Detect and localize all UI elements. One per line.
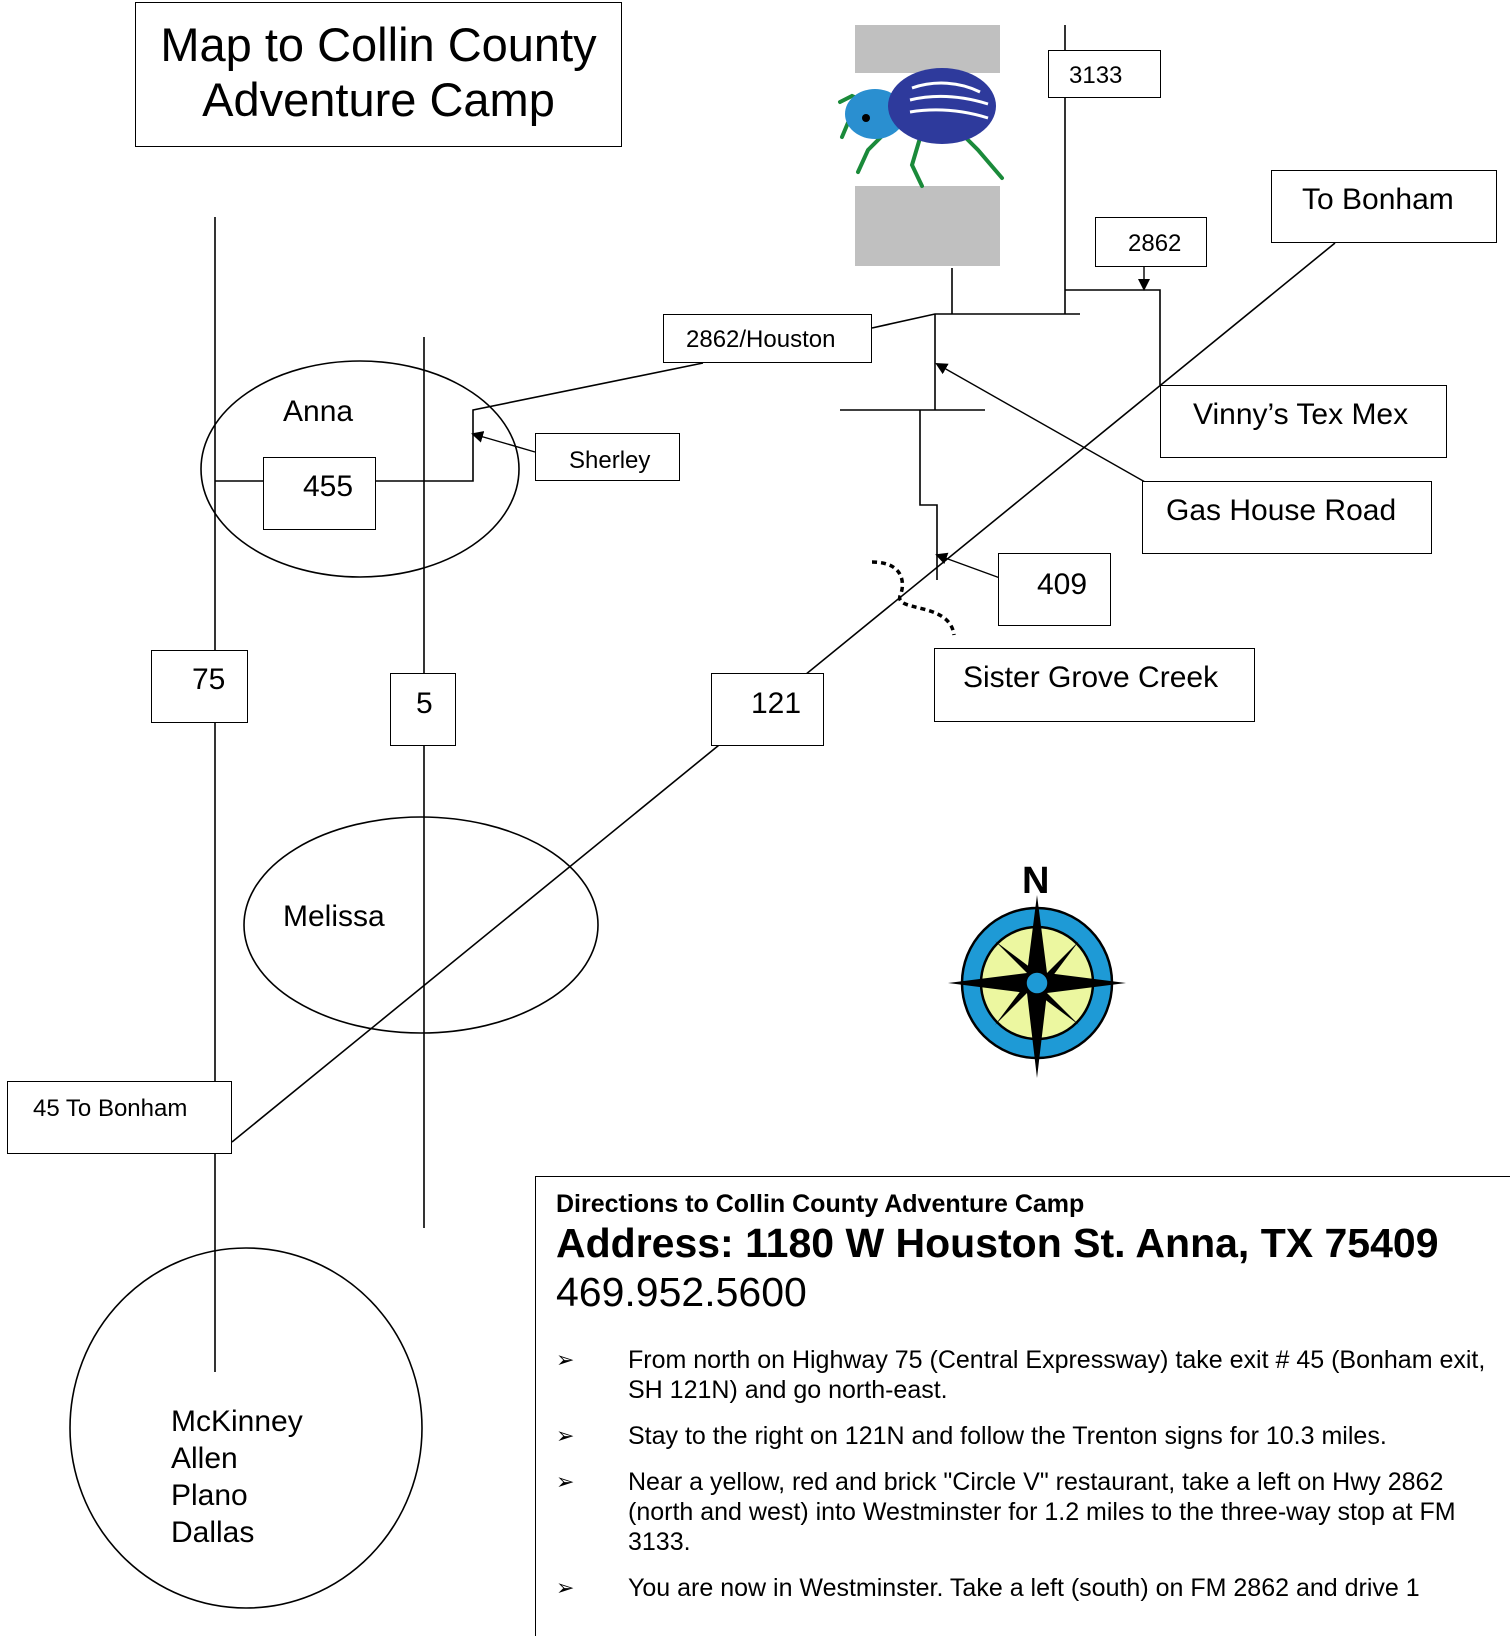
arrow-409-pointer <box>935 552 1001 579</box>
directions-phone: 469.952.5600 <box>556 1269 807 1315</box>
south-cities-circle <box>69 1247 423 1609</box>
compass-hub <box>1025 971 1049 995</box>
label-2862-houston: 2862/Houston <box>663 314 872 363</box>
arrow-bullet-icon: ➢ <box>556 1469 575 1494</box>
logo-bottom-band <box>855 186 1000 266</box>
label-fm2862: 2862 <box>1095 217 1207 267</box>
directions-steps: ➢ From north on Highway 75 (Central Expr… <box>556 1345 1510 1603</box>
label-gas-house-road: Gas House Road <box>1142 481 1432 554</box>
label-highway-75: 75 <box>151 650 248 723</box>
compass-rose <box>948 895 1126 1078</box>
city-mckinney: McKinney <box>171 1405 303 1438</box>
arrow-bullet-icon: ➢ <box>556 1575 575 1600</box>
label-highway-5: 5 <box>390 673 456 746</box>
direction-step: ➢ You are now in Westminster. Take a lef… <box>556 1574 1420 1602</box>
map-title-line1: Map to Collin County <box>160 18 597 71</box>
pointer-arrows <box>471 265 1150 579</box>
arrow-gas-house-pointer <box>935 363 1146 483</box>
label-fm3133: 3133 <box>1048 50 1161 98</box>
city-allen: Allen <box>171 1442 238 1475</box>
logo-top-band <box>855 25 1000 73</box>
city-dallas: Dallas <box>171 1516 255 1549</box>
label-sherley: Sherley <box>535 433 680 481</box>
label-vinnys-tex-mex: Vinny’s Tex Mex <box>1160 385 1447 458</box>
directions-heading: Directions to Collin County Adventure Ca… <box>556 1190 1085 1218</box>
map-title-line2: Adventure Camp <box>202 73 555 126</box>
label-fm455: 455 <box>263 457 376 530</box>
south-cities-list: McKinney Allen Plano Dallas <box>171 1403 303 1551</box>
road-2862-houston <box>871 313 1080 329</box>
direction-step: ➢ From north on Highway 75 (Central Expr… <box>556 1346 1486 1404</box>
label-sh-121: 121 <box>711 673 824 746</box>
direction-step: ➢ Near a yellow, red and brick "Circle V… <box>556 1468 1456 1556</box>
road-2862-east <box>1065 289 1161 385</box>
arrow-bullet-icon: ➢ <box>556 1347 575 1372</box>
melissa-label: Melissa <box>283 900 385 933</box>
beetle-icon <box>838 68 1004 188</box>
sister-grove-creek-line <box>871 560 956 636</box>
arrow-sherley-pointer <box>471 431 536 453</box>
melissa-town-circle <box>243 816 599 1034</box>
label-exit-45-to-bonham: 45 To Bonham <box>7 1081 232 1154</box>
directions-address: Address: 1180 W Houston St. Anna, TX 754… <box>556 1220 1439 1266</box>
direction-step: ➢ Stay to the right on 121N and follow t… <box>556 1422 1387 1450</box>
label-to-bonham: To Bonham <box>1271 170 1497 243</box>
label-sister-grove-creek: Sister Grove Creek <box>934 648 1255 722</box>
anna-label: Anna <box>283 395 354 428</box>
map-title: Map to Collin County Adventure Camp <box>135 2 622 147</box>
camp-logo <box>838 25 1004 266</box>
road-409 <box>919 410 938 580</box>
arrow-bullet-icon: ➢ <box>556 1423 575 1448</box>
directions-panel: Directions to Collin County Adventure Ca… <box>535 1176 1510 1636</box>
anna-town-circle <box>200 360 520 578</box>
city-plano: Plano <box>171 1479 248 1512</box>
compass-north-label: N <box>1022 860 1050 902</box>
label-fm409: 409 <box>998 553 1111 626</box>
